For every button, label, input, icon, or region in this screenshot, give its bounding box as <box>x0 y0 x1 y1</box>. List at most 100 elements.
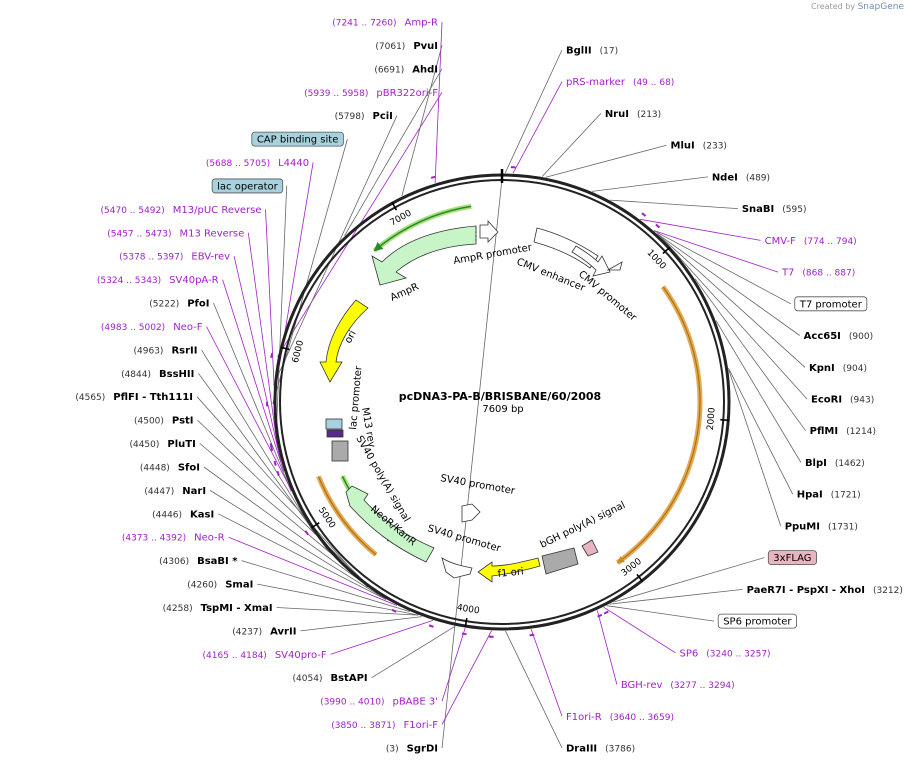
restriction-site[interactable]: AhdI(6691) <box>374 64 438 75</box>
feature-box[interactable]: SP6 promoter <box>717 613 797 629</box>
feature-sv40-promoter-inner[interactable] <box>461 503 481 523</box>
restriction-site[interactable]: PpuMI(1731) <box>785 521 858 532</box>
primer-position: (3640 .. 3659) <box>610 713 674 723</box>
restriction-site[interactable]: NarI(4447) <box>144 486 206 497</box>
primer-binding-mark <box>655 223 661 229</box>
primer-name: EBV-rev <box>191 252 230 263</box>
primer-label[interactable]: T7(868 .. 887) <box>781 268 855 279</box>
restriction-site[interactable]: NruI(213) <box>605 109 661 120</box>
feature-ampr[interactable] <box>371 225 477 286</box>
primer-position: (5688 .. 5705) <box>206 159 270 169</box>
tick-mark <box>311 522 320 529</box>
tick-label: 2000 <box>706 407 718 431</box>
restriction-site[interactable]: BglII(17) <box>566 46 618 57</box>
restriction-site[interactable]: EcoRI(943) <box>811 395 874 406</box>
feature-neor-kanr[interactable] <box>345 485 435 563</box>
feature-box-rect <box>717 613 797 629</box>
leader-line <box>728 367 794 495</box>
restriction-site[interactable]: RsrII(4963) <box>134 345 198 356</box>
restriction-site[interactable]: BlpI(1462) <box>805 458 865 469</box>
restriction-site[interactable]: KasI(4446) <box>152 509 214 520</box>
primer-label[interactable]: pBR322ori-F(5939 .. 5958) <box>304 88 438 99</box>
leader-line <box>613 557 765 603</box>
restriction-site[interactable]: BssHII(4844) <box>121 369 194 380</box>
primer-label[interactable]: F1ori-R(3640 .. 3659) <box>566 712 674 723</box>
site-position: (4054) <box>293 674 323 684</box>
restriction-site[interactable]: PflFI - Tth111I(4565) <box>75 392 193 403</box>
feature-f1-ori[interactable] <box>477 557 541 583</box>
restriction-site[interactable]: BsaBI *(4306) <box>159 556 238 567</box>
primer-binding-mark <box>529 633 535 637</box>
restriction-site[interactable]: PluTI(4450) <box>129 439 195 450</box>
tick-label: 4000 <box>456 603 480 617</box>
feature-box[interactable]: 3xFLAG <box>767 550 817 566</box>
restriction-site[interactable]: SfoI(4448) <box>140 462 200 473</box>
primer-label[interactable]: Amp-R(7241 .. 7260) <box>332 18 438 29</box>
primer-label[interactable]: SV40pro-F(4165 .. 4184) <box>203 650 327 661</box>
primer-name: F1ori-F <box>404 720 439 731</box>
restriction-site[interactable]: PciI(5798) <box>335 111 393 122</box>
primer-label[interactable]: Neo-R(4373 .. 4392) <box>122 533 225 544</box>
feature-box[interactable]: T7 promoter <box>794 296 868 312</box>
feature-ori[interactable] <box>319 299 369 383</box>
restriction-site[interactable]: SmaI(4260) <box>187 580 253 591</box>
label-f1-ori: f1 ori <box>497 566 524 580</box>
feature-sv40-promoter[interactable] <box>441 557 473 579</box>
primer-label[interactable]: SV40pA-R(5324 .. 5343) <box>97 275 219 286</box>
restriction-site[interactable]: MluI(233) <box>671 141 727 152</box>
primer-label[interactable]: Neo-F(4983 .. 5002) <box>101 322 203 333</box>
feature-bgh-polya[interactable] <box>541 547 579 575</box>
leader-line <box>694 278 806 431</box>
restriction-site[interactable]: TspMI - XmaI(4258) <box>163 603 273 614</box>
feature-cmv-promoter[interactable] <box>571 245 611 277</box>
feature-t7-mark <box>606 261 623 271</box>
primer-label[interactable]: BGH-rev(3277 .. 3294) <box>621 680 735 691</box>
primer-label[interactable]: M13 Reverse(5457 .. 5473) <box>107 228 244 239</box>
leader-line <box>640 218 761 241</box>
primer-position: (5378 .. 5397) <box>119 253 183 263</box>
restriction-site[interactable]: PaeR7I - PspXI - XhoI(3212) <box>747 585 903 596</box>
restriction-site[interactable]: Acc65I(900) <box>804 331 873 342</box>
restriction-site[interactable]: NdeI(489) <box>712 172 770 183</box>
site-name: PaeR7I - PspXI - XhoI <box>747 585 865 596</box>
site-name: HpaI <box>797 490 823 501</box>
restriction-site[interactable]: PflMI(1214) <box>810 426 876 437</box>
restriction-site[interactable]: AvrII(4237) <box>232 626 296 637</box>
site-position: (4446) <box>152 510 182 520</box>
primer-label[interactable]: F1ori-F(3850 .. 3871) <box>331 720 438 731</box>
restriction-site[interactable]: BstAPI(4054) <box>293 673 368 684</box>
primer-label[interactable]: L4440 (5688 .. 5705) <box>206 158 309 169</box>
feature-ampr-promoter[interactable] <box>479 219 499 243</box>
primer-label[interactable]: pRS-marker(49 .. 68) <box>566 77 674 88</box>
site-name: RsrII <box>171 345 197 356</box>
snapgene-credit: Created by SnapGene <box>811 2 904 12</box>
primer-label[interactable]: M13/pUC Reverse(5470 .. 5492) <box>101 205 262 216</box>
primer-label[interactable]: EBV-rev (5378 .. 5397) <box>119 252 230 263</box>
feature-box-rect <box>794 296 868 312</box>
primer-label[interactable]: CMV-F(774 .. 794) <box>765 236 857 247</box>
restriction-site[interactable]: SnaBI(595) <box>742 204 807 215</box>
restriction-site[interactable]: PstI(4500) <box>134 416 194 427</box>
primer-name: CMV-F <box>765 236 796 247</box>
feature-box[interactable]: lac operator <box>211 178 284 194</box>
restriction-site[interactable]: HpaI(1721) <box>797 490 861 501</box>
leader-line <box>300 616 422 632</box>
site-name: MluI <box>671 141 695 152</box>
leader-line <box>209 490 387 600</box>
primer-name: L4440 <box>278 158 309 169</box>
restriction-site[interactable]: KpnI(904) <box>809 363 867 374</box>
leader-line <box>505 630 563 749</box>
site-position: (4565) <box>75 393 105 403</box>
restriction-site[interactable]: PfoI(5222) <box>149 299 209 310</box>
restriction-site[interactable]: SgrDI(3) <box>386 744 438 755</box>
primer-binding-mark <box>461 632 467 636</box>
feature-box[interactable]: CAP binding site <box>251 131 344 147</box>
site-position: (4306) <box>159 557 189 567</box>
leader-line <box>609 589 743 605</box>
label-ori: ori <box>343 329 359 346</box>
restriction-site[interactable]: PvuI(7061) <box>375 41 438 52</box>
site-name: TspMI - XmaI <box>201 603 273 614</box>
restriction-site[interactable]: DraIII(3786) <box>566 744 635 755</box>
primer-label[interactable]: pBABE 3'(3990 .. 4010) <box>320 697 438 708</box>
primer-label[interactable]: SP6(3240 .. 3257) <box>680 648 771 659</box>
